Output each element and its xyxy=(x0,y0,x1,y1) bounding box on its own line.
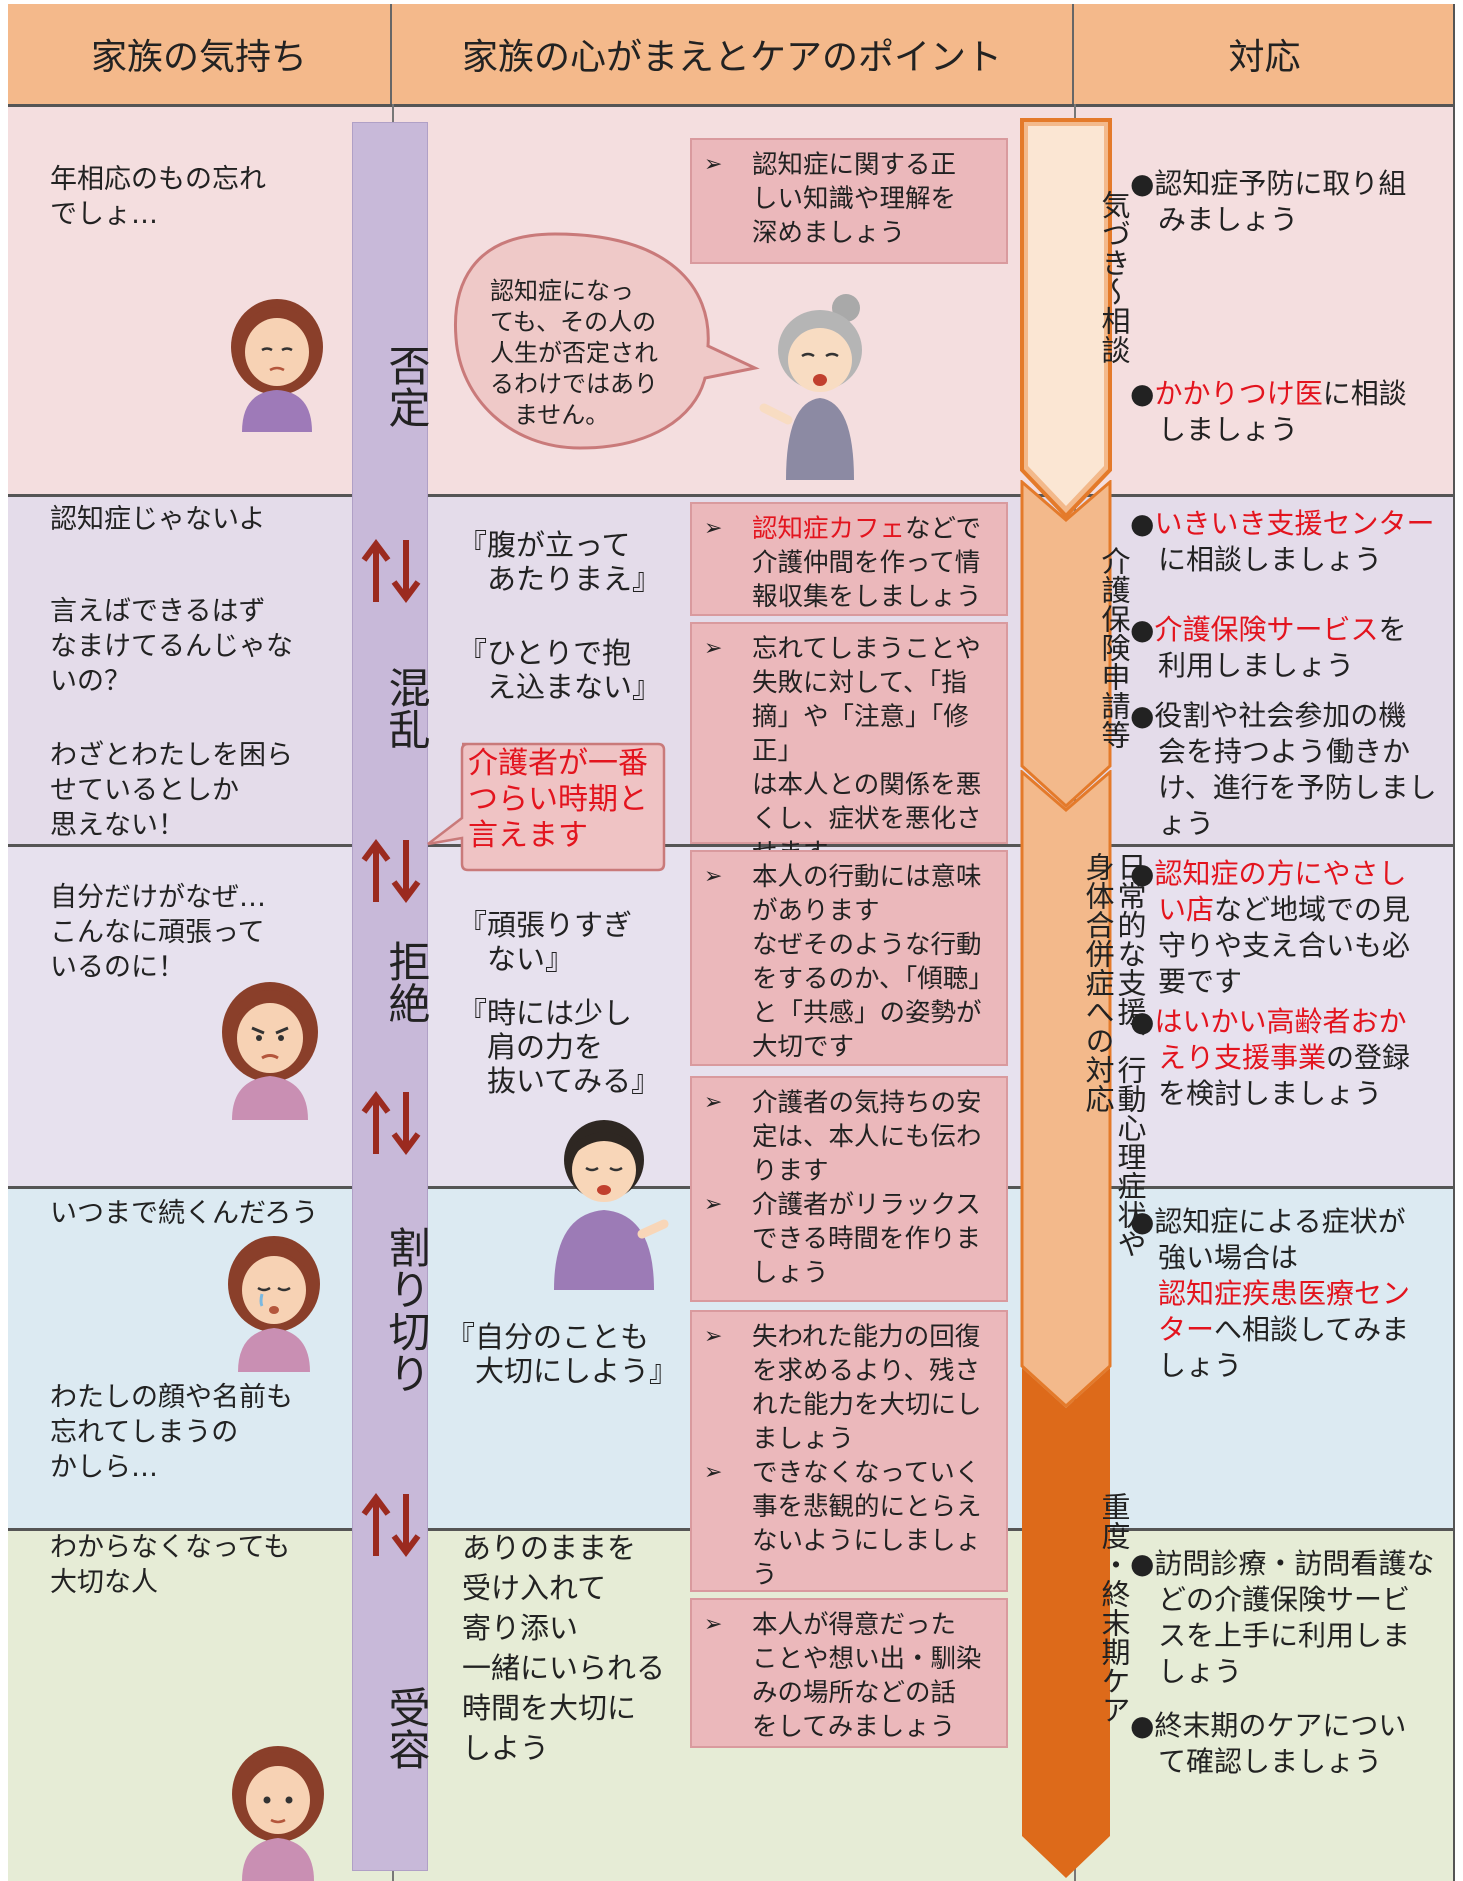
arrow-bullet-icon: ➢ xyxy=(704,152,723,177)
elderly-woman-illustration xyxy=(759,294,862,480)
header-care-points: 家族の心がまえとケアのポイント xyxy=(392,4,1074,104)
phase-arrow-end-of-life xyxy=(1022,1368,1110,1878)
up-down-arrow-icon xyxy=(361,539,421,603)
quote-angry-natural: 『腹が立って あたりまえ』 xyxy=(458,528,662,596)
response-home-visits: ●訪問診療・訪問看護な どの介護保険サービ スを上手に利用しま しょう xyxy=(1130,1547,1435,1688)
stage-rejection: 拒絶 xyxy=(382,940,431,1024)
red-callout-text: 介護者が一番 つらい時期と 言えます xyxy=(468,746,648,853)
arrow-bullet-icon: ➢ xyxy=(704,636,723,661)
advice-box-caregiver-stability: ➢介護者の気持ちの安 定は、本人にも伝わ ります ➢介護者がリラックス できる時… xyxy=(690,1076,1008,1302)
advice-box-dementia-cafe: ➢認知症カフェなどで 介護仲間を作って情 報収集をしましょう xyxy=(690,502,1008,616)
phase-arrow-consultation xyxy=(1020,118,1112,518)
speech-bubble xyxy=(453,232,760,450)
feeling-precious: わからなくなっても 大切な人 xyxy=(50,1532,291,1598)
arrow-bullet-icon: ➢ xyxy=(704,516,723,541)
stage-bar xyxy=(352,122,428,1871)
quote-care-for-yourself: 『自分のことも 大切にしよう』 xyxy=(446,1320,679,1388)
frame-right xyxy=(1453,4,1455,1881)
feeling-trouble: わざとわたしを困ら せているとしか 思えない！ xyxy=(50,740,293,841)
phase-label-insurance: 介護保険申請等 xyxy=(1097,546,1131,749)
worried-woman-illustration xyxy=(231,299,323,432)
feeling-why-me: 自分だけがなぜ… こんなに頑張って いるのに！ xyxy=(50,882,266,983)
quote-dont-carry-alone: 『ひとりで抱 え込まない』 xyxy=(458,636,662,704)
phase-label-daily-support-a: 日常的な支援、行動心理症状や xyxy=(1113,852,1147,1258)
arrow-bullet-icon: ➢ xyxy=(704,1612,723,1637)
feeling-denial: 年相応のもの忘れ でしょ… xyxy=(50,164,266,230)
arrow-bullet-icon: ➢ xyxy=(704,864,723,889)
feeling-forget-face: わたしの顔や名前も 忘れてしまうの かしら… xyxy=(50,1382,293,1483)
caregiver-woman-illustration xyxy=(554,1120,669,1290)
feeling-how-long: いつまで続くんだろう xyxy=(50,1198,319,1229)
advice-box-listening: ➢本人の行動には意味 があります なぜそのような行動 をするのか、「傾聴」 と「… xyxy=(690,850,1008,1066)
response-insurance-service: ●介護保険サービスを 利用しましょう xyxy=(1130,613,1407,682)
advice-box-knowledge: ➢認知症に関する正 しい知識や理解を 深めましょう xyxy=(690,138,1008,264)
response-support-center: ●いきいき支援センター に相談しましょう xyxy=(1130,507,1435,576)
quote-accept-as-is: ありのままを 受け入れて 寄り添い 一緒にいられる 時間を大切に しよう xyxy=(462,1531,666,1765)
response-medical-center: ●認知症による症状が 強い場合は 認知症疾患医療セン ターへ相談してみま しょう xyxy=(1130,1205,1411,1382)
response-family-doctor: ●かかりつけ医に相談 しましょう xyxy=(1130,377,1407,446)
arrow-bullet-icon: ➢ xyxy=(704,1192,723,1217)
up-down-arrow-icon xyxy=(361,839,421,903)
phase-label-consultation: 気づき〜相談 xyxy=(1097,190,1131,364)
speech-bubble-text: 認知症になっ ても、その人の 人生が否定され るわけではあり ません。 xyxy=(490,277,658,429)
feeling-lazy: 言えばできるはず なまけてるんじゃな いの？ xyxy=(50,596,293,697)
quote-relax-shoulders: 『時には少し 肩の力を 抜いてみる』 xyxy=(458,996,661,1098)
phase-arrow-insurance xyxy=(1020,480,1112,809)
angry-woman-illustration xyxy=(222,982,318,1120)
header-family-feelings: 家族の気持ち xyxy=(8,4,392,104)
phase-arrow-daily-support xyxy=(1020,770,1112,1409)
response-wandering-support: ●はいかい高齢者おか えり支援事業の登録 を検討しましょう xyxy=(1130,1005,1411,1110)
arrow-bullet-icon: ➢ xyxy=(704,1324,723,1349)
up-down-arrow-icon xyxy=(361,1091,421,1155)
response-end-of-life: ●終末期のケアについ て確認しましょう xyxy=(1130,1709,1407,1778)
header-response: 対応 xyxy=(1074,4,1455,104)
stage-resignation: 割り切り xyxy=(382,1226,431,1394)
tired-woman-illustration xyxy=(228,1236,320,1372)
response-social-participation: ●役割や社会参加の機 会を持つよう働きか け、進行を予防しまし ょう xyxy=(1130,699,1437,840)
advice-box-remaining-abilities: ➢失われた能力の回復 を求めるより、残さ れた能力を大切にし ましょう ➢できな… xyxy=(690,1310,1008,1592)
arrow-bullet-icon: ➢ xyxy=(704,1090,723,1115)
response-prevention: ●認知症予防に取り組 みましょう xyxy=(1130,167,1407,236)
up-down-arrow-icon xyxy=(361,1493,421,1557)
advice-box-memories: ➢本人が得意だった ことや想い出・馴染 みの場所などの話 をしてみましょう xyxy=(690,1598,1008,1748)
stage-denial: 否定 xyxy=(382,344,431,428)
phase-label-daily-support-b: 身体合併症への対応 xyxy=(1081,852,1115,1113)
feeling-not-dementia: 認知症じゃないよ xyxy=(50,504,266,535)
response-friendly-shops: ●認知症の方にやさし い店など地域での見 守りや支え合いも必 要です xyxy=(1130,857,1411,998)
red-callout-box xyxy=(427,742,666,872)
phase-label-end-of-life: 重度・終末期ケア xyxy=(1097,1492,1131,1724)
stage-confusion: 混乱 xyxy=(382,666,431,750)
quote-dont-overdo: 『頑張りすぎ ない』 xyxy=(458,908,633,976)
stage-acceptance: 受容 xyxy=(382,1686,431,1770)
arrow-bullet-icon: ➢ xyxy=(704,1460,723,1485)
advice-box-no-correction: ➢忘れてしまうことや 失敗に対して、「指 摘」や「注意」「修正」 は本人との関係… xyxy=(690,622,1008,868)
calm-woman-illustration xyxy=(232,1746,324,1881)
